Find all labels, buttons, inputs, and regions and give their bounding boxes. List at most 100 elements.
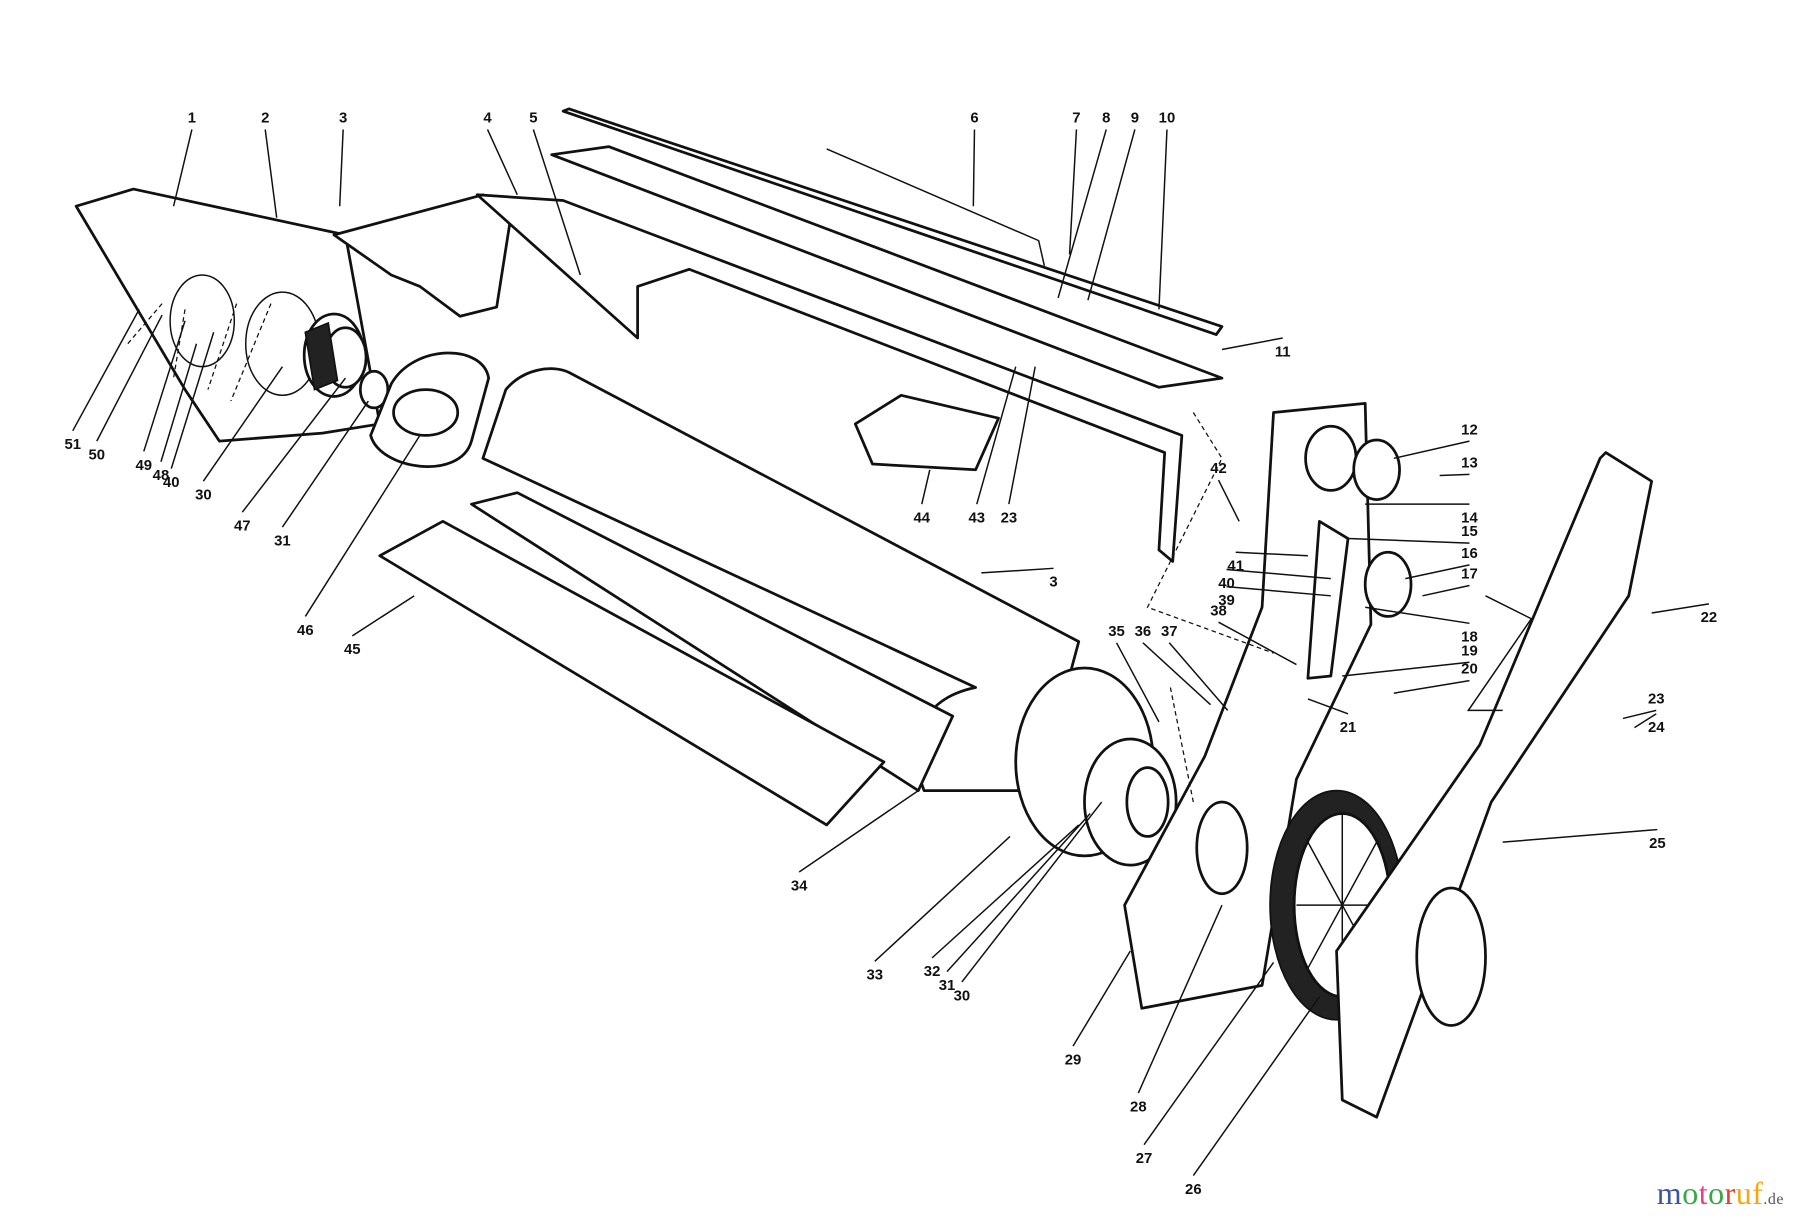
leader-line (1142, 642, 1212, 706)
leader-line (1365, 606, 1470, 625)
callout-number: 45 (344, 642, 361, 658)
logo-letter: f (1752, 1175, 1764, 1211)
left-bearing-assembly (302, 312, 390, 410)
left-side-plate (74, 187, 382, 443)
callout-number: 15 (1461, 524, 1478, 540)
logo-letter: t (1698, 1175, 1709, 1211)
callout-number: 10 (1159, 111, 1176, 127)
callout-number: 14 (1461, 510, 1478, 526)
callout-3: 3 (338, 111, 347, 207)
leader-line (281, 400, 369, 528)
callout-number: 40 (163, 475, 180, 491)
leader-line (874, 835, 1011, 962)
callout-40: 40 (163, 332, 215, 491)
callout-number: 1 (188, 111, 196, 127)
cross-rod (826, 148, 1046, 266)
logo-tld: .de (1763, 1191, 1784, 1208)
logo-letter: r (1724, 1175, 1736, 1211)
leader-line (921, 469, 931, 505)
callout-number: 36 (1135, 624, 1152, 640)
leader-line (1235, 551, 1308, 557)
callout-number: 6 (970, 111, 978, 127)
callout-4: 4 (483, 111, 518, 196)
leader-line (798, 789, 919, 873)
callout-number: 42 (1210, 461, 1227, 477)
callout-number: 47 (234, 519, 251, 535)
callout-3: 3 (981, 567, 1058, 591)
callout-13: 13 (1439, 455, 1478, 477)
callout-12: 12 (1393, 422, 1478, 460)
callout-51: 51 (64, 309, 140, 453)
leader-line (304, 435, 421, 617)
callout-number: 23 (1001, 510, 1018, 526)
leader-line (143, 320, 186, 452)
callout-21: 21 (1307, 698, 1356, 736)
leader-line (1072, 950, 1131, 1047)
callout-number: 13 (1461, 455, 1478, 471)
callout-10: 10 (1158, 111, 1176, 310)
callout-number: 30 (195, 488, 212, 504)
callout-47: 47 (234, 377, 347, 535)
scraper-bar (378, 519, 886, 827)
callout-number: 3 (1049, 575, 1057, 591)
callout-number: 33 (867, 968, 884, 984)
callout-40: 40 (1218, 568, 1331, 592)
leader-line (1217, 479, 1240, 522)
callout-20: 20 (1393, 662, 1478, 694)
callout-number: 3 (339, 111, 347, 127)
leader-line (1393, 440, 1470, 460)
callout-28: 28 (1130, 904, 1223, 1115)
leader-line (264, 129, 278, 218)
leader-line (961, 801, 1103, 983)
leader-line (486, 129, 518, 196)
leader-line (1218, 621, 1297, 666)
callout-43: 43 (968, 366, 1017, 526)
leader-line (1115, 642, 1160, 723)
callout-37: 37 (1161, 624, 1229, 711)
leader-line (1143, 962, 1275, 1146)
callout-number: 48 (153, 468, 170, 484)
leader-line (202, 366, 284, 482)
leader-line (1158, 129, 1168, 310)
callout-number: 19 (1461, 643, 1478, 659)
callout-6: 6 (970, 111, 979, 207)
leader-line (946, 813, 1091, 973)
callout-number: 30 (954, 988, 971, 1004)
callout-26: 26 (1185, 996, 1320, 1198)
callout-number: 17 (1461, 567, 1478, 583)
leader-line (1439, 473, 1470, 477)
leader-line (1342, 661, 1470, 677)
leader-line (96, 314, 163, 442)
callout-number: 35 (1108, 624, 1125, 640)
callout-23: 23 (1001, 366, 1036, 526)
callout-50: 50 (89, 314, 163, 463)
callout-16: 16 (1405, 546, 1478, 580)
callout-24: 24 (1634, 713, 1665, 736)
logo-letter: u (1735, 1175, 1753, 1211)
callout-number: 49 (136, 458, 153, 474)
callout-number: 50 (89, 447, 106, 463)
leader-line (170, 332, 215, 469)
callout-number: 28 (1130, 1099, 1147, 1115)
callout-number: 20 (1461, 662, 1478, 678)
callout-34: 34 (791, 789, 919, 894)
callout-31: 31 (939, 813, 1091, 994)
callout-44: 44 (913, 469, 931, 526)
callout-45: 45 (344, 595, 415, 658)
leader-line (972, 129, 976, 207)
leader-line (1347, 537, 1470, 544)
callout-33: 33 (867, 835, 1011, 984)
leader-line (532, 129, 582, 276)
dashed-assembly-lines (127, 303, 1274, 803)
callout-number: 23 (1648, 692, 1665, 708)
callout-number: 51 (64, 437, 81, 453)
callout-30: 30 (954, 801, 1103, 1004)
callout-22: 22 (1651, 603, 1717, 626)
leader-line (1137, 904, 1223, 1094)
right-impeller-disc (1014, 666, 1178, 867)
callout-14: 14 (1365, 503, 1478, 526)
callout-31: 31 (274, 400, 369, 549)
callout-number: 5 (529, 111, 537, 127)
logo-letter: o (1708, 1175, 1725, 1211)
callout-number: 39 (1218, 593, 1235, 609)
